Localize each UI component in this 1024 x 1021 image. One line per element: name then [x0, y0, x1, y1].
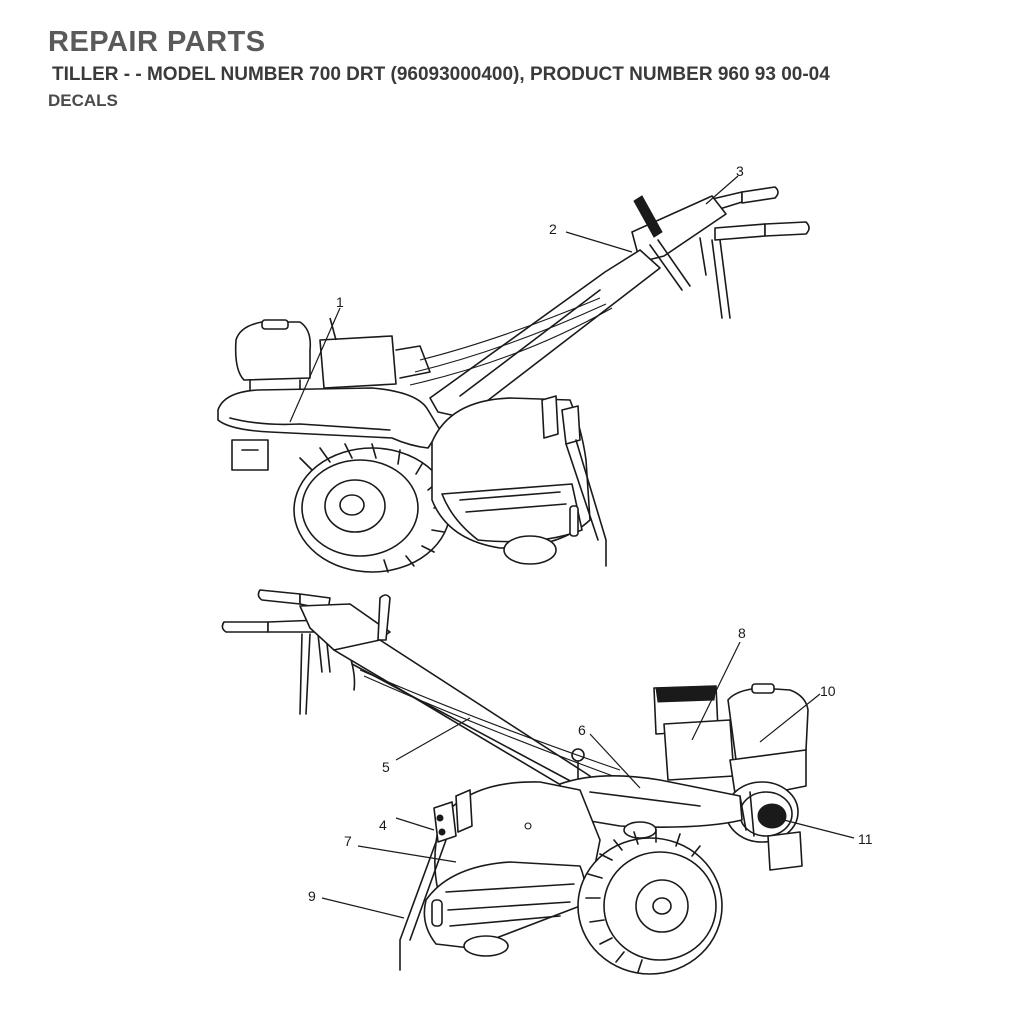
- callout-1: 1: [336, 294, 344, 310]
- leader-lines: [289, 175, 855, 919]
- tiller-top-frame: [217, 387, 441, 471]
- callout-8: 8: [738, 625, 746, 641]
- callout-7: 7: [344, 833, 352, 849]
- tiller-bottom-wheel: [577, 829, 723, 975]
- callout-4: 4: [379, 817, 387, 833]
- callout-11: 11: [858, 831, 873, 847]
- tiller-top-handlebar: [409, 186, 810, 419]
- tiller-top-wheel: [293, 443, 451, 573]
- section-label: DECALS: [48, 91, 118, 110]
- page-title: REPAIR PARTS: [48, 26, 266, 58]
- callout-6: 6: [578, 722, 586, 738]
- tiller-bottom-tine-hood: [399, 781, 601, 971]
- callout-10: 10: [820, 683, 836, 699]
- tiller-bottom-engine: [653, 683, 809, 871]
- callouts: 1 2 3 4 5 6 7 8 9 10 11: [308, 163, 873, 904]
- callout-2: 2: [549, 221, 557, 237]
- callout-5: 5: [382, 759, 390, 775]
- tiller-bottom-frame: [559, 775, 743, 839]
- tiller-top-tine-hood: [431, 395, 607, 567]
- tiller-bottom-handlebar: [221, 589, 625, 795]
- tiller-bottom-view: [221, 589, 809, 975]
- tiller-top-engine: [234, 317, 431, 396]
- callout-3: 3: [736, 163, 744, 179]
- page-subtitle: TILLER - - MODEL NUMBER 700 DRT (9609300…: [52, 64, 830, 85]
- callout-9: 9: [308, 888, 316, 904]
- tiller-top-view: [217, 186, 810, 573]
